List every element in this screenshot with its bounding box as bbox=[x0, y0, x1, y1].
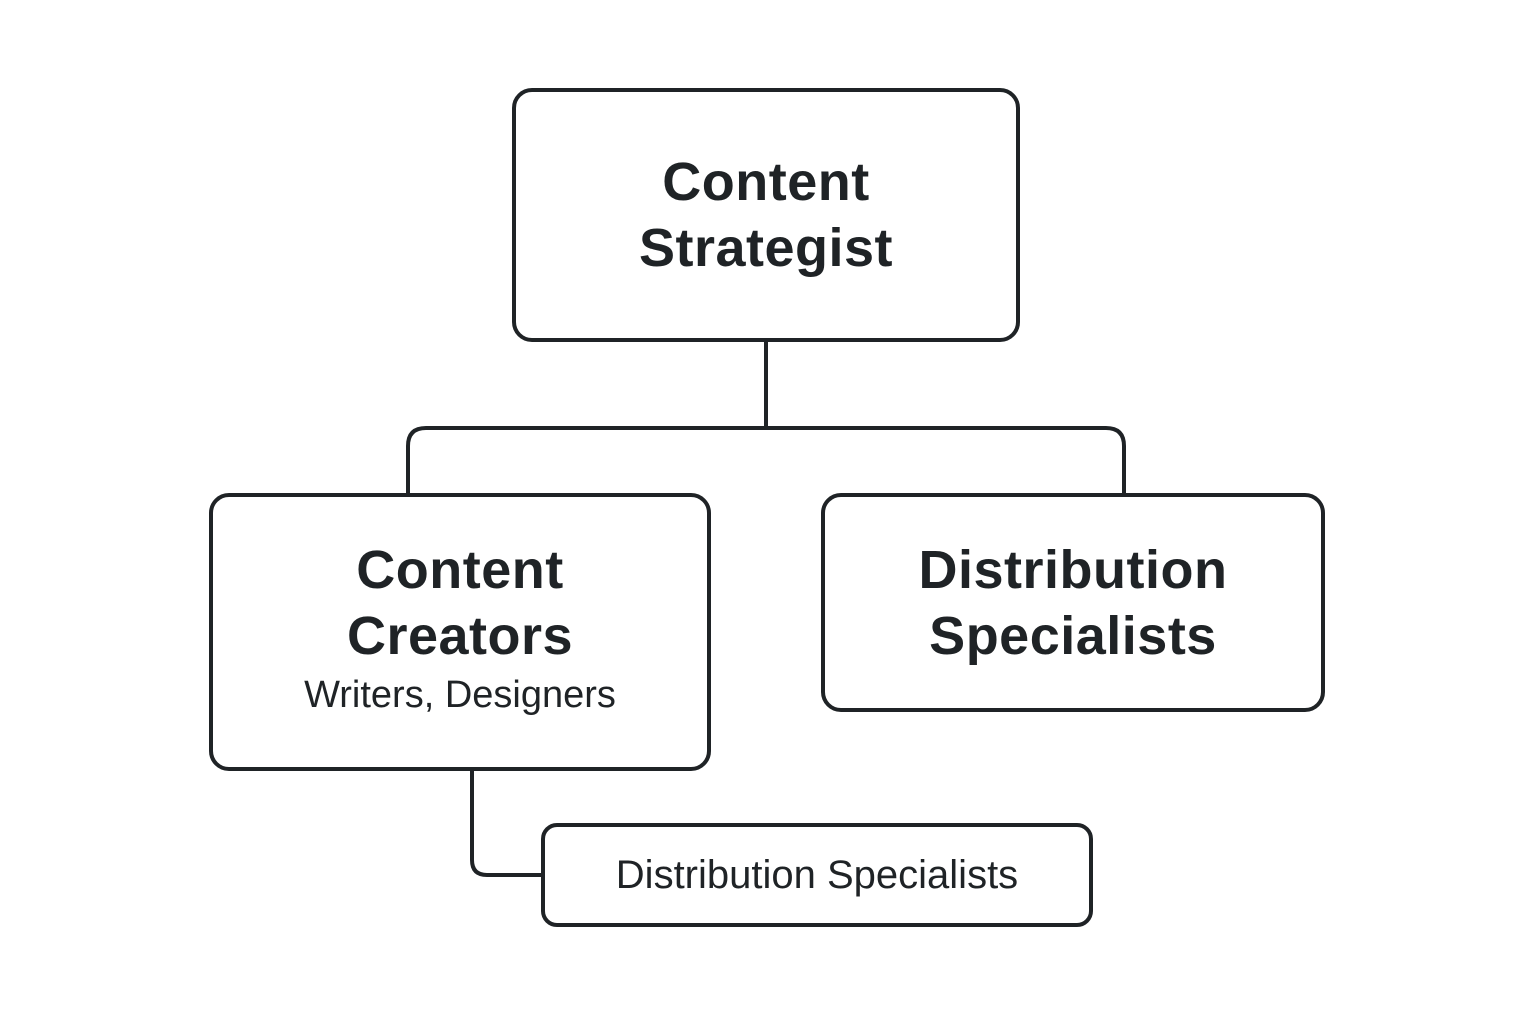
node-distribution-specialists-title-line2: Specialists bbox=[929, 605, 1217, 666]
node-sub-distribution-specialists-label: Distribution Specialists bbox=[615, 853, 1019, 897]
node-content-strategist-title-line2: Strategist bbox=[638, 218, 894, 278]
node-content-creators-title-line1: Content bbox=[356, 540, 564, 600]
node-content-creators-title-line2: Creators bbox=[346, 606, 574, 666]
connector-creators-to-sub bbox=[470, 769, 543, 877]
node-content-strategist: Content Strategist bbox=[512, 88, 1020, 342]
node-distribution-specialists-title-line1: Distribution bbox=[918, 539, 1228, 600]
node-distribution-specialists: Distribution Specialists bbox=[821, 493, 1325, 712]
node-sub-distribution-specialists: Distribution Specialists bbox=[541, 823, 1093, 927]
node-content-creators: Content Creators Writers, Designers bbox=[209, 493, 711, 771]
connector-branch-bar bbox=[406, 426, 1126, 495]
node-content-creators-subtitle: Writers, Designers bbox=[304, 674, 616, 716]
node-content-strategist-title-line1: Content bbox=[662, 152, 870, 212]
